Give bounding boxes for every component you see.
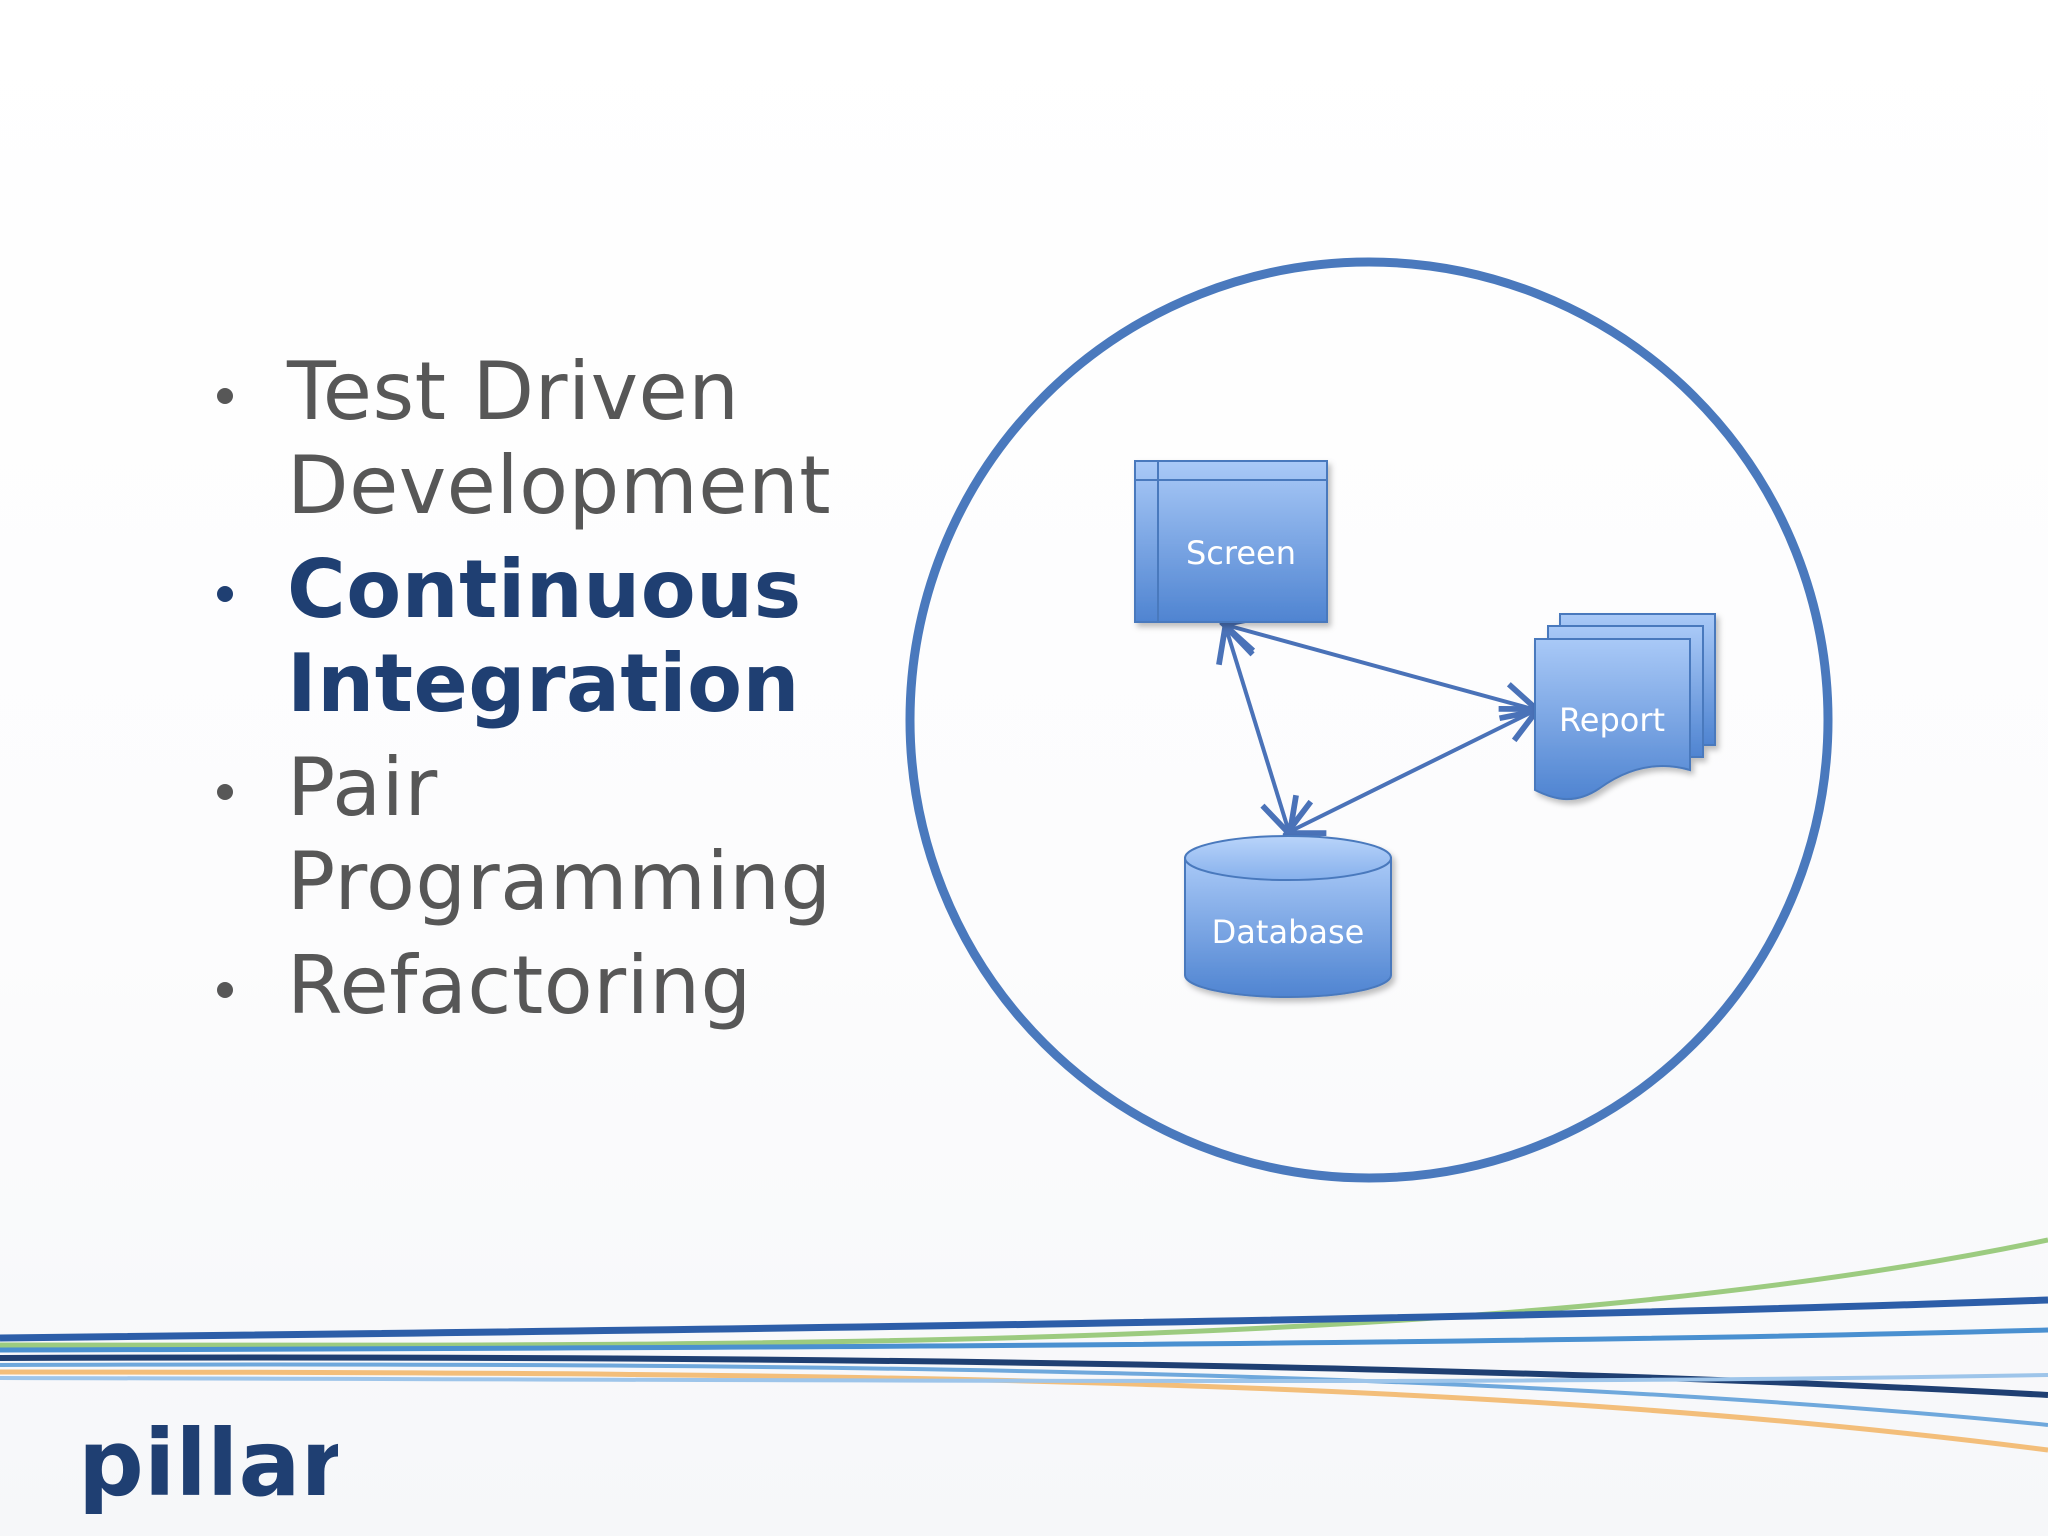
arrow-report-database — [1289, 710, 1536, 832]
report-label: Report — [1559, 701, 1665, 739]
bullet-dot — [217, 586, 233, 602]
screen-label: Screen — [1186, 534, 1296, 572]
database-label: Database — [1212, 913, 1365, 951]
bullet-text-line2: Integration — [287, 637, 800, 730]
bullet-text-line1: Test Driven — [287, 345, 740, 438]
bullet-continuous-integration: Continuous Integration — [205, 543, 855, 731]
bullet-pair-programming: Pair Programming — [205, 741, 855, 929]
bullet-dot — [217, 388, 233, 404]
bullet-text-line1: Pair — [287, 741, 438, 834]
bullet-dot — [217, 784, 233, 800]
report-node — [1534, 613, 1716, 801]
screen-node — [1134, 460, 1328, 623]
arrow-screen-database — [1226, 628, 1289, 832]
bullet-list: Test Driven Development Continuous Integ… — [205, 345, 855, 1043]
bullet-text-line1: Continuous — [287, 543, 802, 636]
bullet-text-line1: Refactoring — [287, 939, 752, 1032]
database-node — [1184, 835, 1392, 998]
bullet-refactoring: Refactoring — [205, 939, 855, 1033]
bullet-dot — [217, 982, 233, 998]
bullet-test-driven-development: Test Driven Development — [205, 345, 855, 533]
bullet-text-line2: Development — [287, 439, 832, 532]
bullet-text-line2: Programming — [287, 835, 832, 928]
logo-text: pillar — [78, 1415, 338, 1517]
pillar-logo: pillar — [78, 1415, 338, 1517]
boundary-circle — [905, 257, 1833, 1183]
